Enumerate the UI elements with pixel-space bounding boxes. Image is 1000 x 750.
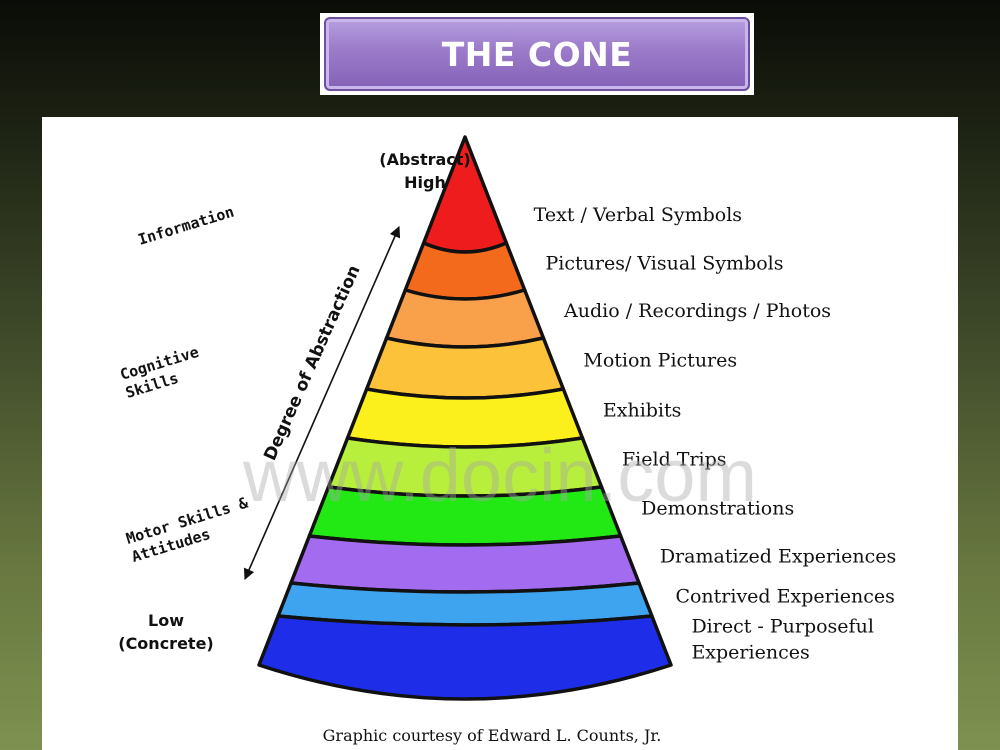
side-label-3: Motor Skills &Attitudes [124,493,257,566]
cone-band-10 [257,614,673,701]
title-frame: THE CONE [320,13,754,95]
watermark: www.docin.com [242,434,757,517]
cone-level-label: Motion Pictures [583,350,737,372]
side-label-2: CognitiveSkills [118,343,207,402]
cone-level-label: Audio / Recordings / Photos [563,300,831,322]
cone-level-label: Demonstrations [641,498,794,520]
title-banner: THE CONE [324,17,750,91]
cone-level-label: Dramatized Experiences [660,546,896,568]
cone-level-label: Exhibits [603,400,682,422]
abstract-high-label: (Abstract)High [379,150,470,192]
cone-band-8 [289,534,641,594]
cone-band-4 [364,336,566,400]
abstraction-arrow [243,225,401,581]
cone-level-label: Contrived Experiences [675,586,894,608]
cone-level-label: Text / Verbal Symbols [534,204,742,226]
graphic-credit: Graphic courtesy of Edward L. Counts, Jr… [323,726,662,745]
slide-title: THE CONE [441,34,633,74]
cone-band-3 [384,288,546,349]
cone-level-label: Pictures/ Visual Symbols [546,253,784,275]
side-label-1: Information [136,203,236,249]
cone-band-2 [403,241,527,301]
low-concrete-label: Low(Concrete) [118,611,213,653]
cone-level-label: Field Trips [622,449,727,471]
